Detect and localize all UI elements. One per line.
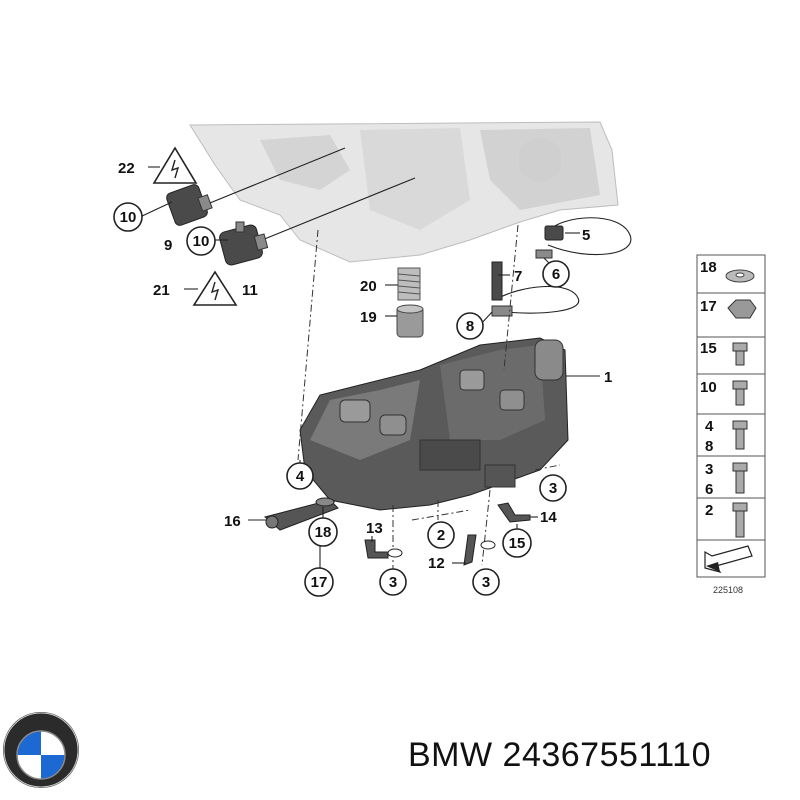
callout-12: 12 xyxy=(428,555,445,572)
warning-triangle-icon xyxy=(192,270,238,306)
transmission-housing xyxy=(189,121,619,263)
svg-text:9: 9 xyxy=(164,237,172,254)
svg-text:17: 17 xyxy=(311,574,328,591)
callout-9: 9 xyxy=(164,237,172,254)
callout-3: 3 xyxy=(379,568,407,596)
valve-body-part-1 xyxy=(299,337,569,511)
svg-text:15: 15 xyxy=(509,535,526,552)
callout-17: 17 xyxy=(304,567,334,597)
callout-22: 22 xyxy=(118,160,135,177)
svg-text:18: 18 xyxy=(700,259,717,276)
svg-text:20: 20 xyxy=(360,278,377,295)
svg-text:225108: 225108 xyxy=(713,585,743,595)
svg-text:12: 12 xyxy=(428,555,445,572)
clip-part-12 xyxy=(463,534,496,566)
svg-text:4: 4 xyxy=(705,418,714,435)
svg-text:2: 2 xyxy=(437,527,445,544)
callout-20: 20 xyxy=(360,278,377,295)
callout-19: 19 xyxy=(360,309,377,326)
sleeve-part-19 xyxy=(396,304,424,338)
svg-text:10: 10 xyxy=(120,209,137,226)
sensor-part-11 xyxy=(219,221,269,266)
callout-4: 4 xyxy=(286,462,314,490)
callout-8: 8 xyxy=(456,312,484,340)
callout-14: 14 xyxy=(540,509,557,526)
svg-text:6: 6 xyxy=(552,266,560,283)
svg-text:2: 2 xyxy=(705,502,713,519)
callout-6: 6 xyxy=(542,260,570,288)
callout-10: 10 xyxy=(113,202,143,232)
brand-part-number: BMW 24367551110 xyxy=(408,736,711,774)
svg-text:8: 8 xyxy=(466,318,474,335)
svg-text:10: 10 xyxy=(700,379,717,396)
svg-text:7: 7 xyxy=(514,268,522,285)
callout-15: 15 xyxy=(502,528,532,558)
svg-text:3: 3 xyxy=(482,574,490,591)
svg-text:5: 5 xyxy=(582,227,590,244)
svg-text:15: 15 xyxy=(700,340,717,357)
callout-7: 7 xyxy=(514,268,522,285)
svg-text:14: 14 xyxy=(540,509,557,526)
bracket-part-16 xyxy=(263,499,339,531)
svg-text:3: 3 xyxy=(549,480,557,497)
callout-1: 1 xyxy=(604,369,612,386)
svg-text:3: 3 xyxy=(389,574,397,591)
callout-2: 2 xyxy=(427,521,455,549)
svg-text:17: 17 xyxy=(700,298,717,315)
svg-text:22: 22 xyxy=(118,160,135,177)
bmw-logo-icon xyxy=(3,712,79,788)
svg-text:18: 18 xyxy=(315,524,332,541)
callout-3: 3 xyxy=(472,568,500,596)
svg-text:13: 13 xyxy=(366,520,383,537)
warning-triangle-icon xyxy=(152,146,198,184)
callout-18: 18 xyxy=(308,517,338,547)
svg-text:11: 11 xyxy=(242,282,258,299)
callout-10: 10 xyxy=(186,226,216,256)
svg-text:21: 21 xyxy=(153,282,170,299)
callout-21: 21 xyxy=(153,282,170,299)
fastener-legend: 18 17 15 10 4 8 3 6 2 225108 xyxy=(696,254,766,595)
callout-16: 16 xyxy=(224,513,241,530)
svg-text:4: 4 xyxy=(296,468,305,485)
direction-arrow-icon xyxy=(704,545,753,573)
callout-13: 13 xyxy=(366,520,383,537)
spring-part-20 xyxy=(397,267,421,301)
svg-text:16: 16 xyxy=(224,513,241,530)
svg-text:1: 1 xyxy=(604,369,612,386)
svg-text:3: 3 xyxy=(705,461,713,478)
svg-text:6: 6 xyxy=(705,481,713,498)
svg-text:8: 8 xyxy=(705,438,713,455)
callout-5: 5 xyxy=(582,227,590,244)
svg-text:10: 10 xyxy=(193,233,210,250)
svg-text:19: 19 xyxy=(360,309,377,326)
callout-11: 11 xyxy=(242,282,258,299)
sensor-part-9 xyxy=(166,184,213,226)
clip-part-14 xyxy=(497,502,531,523)
clip-part-13 xyxy=(364,539,403,559)
callout-3: 3 xyxy=(539,474,567,502)
